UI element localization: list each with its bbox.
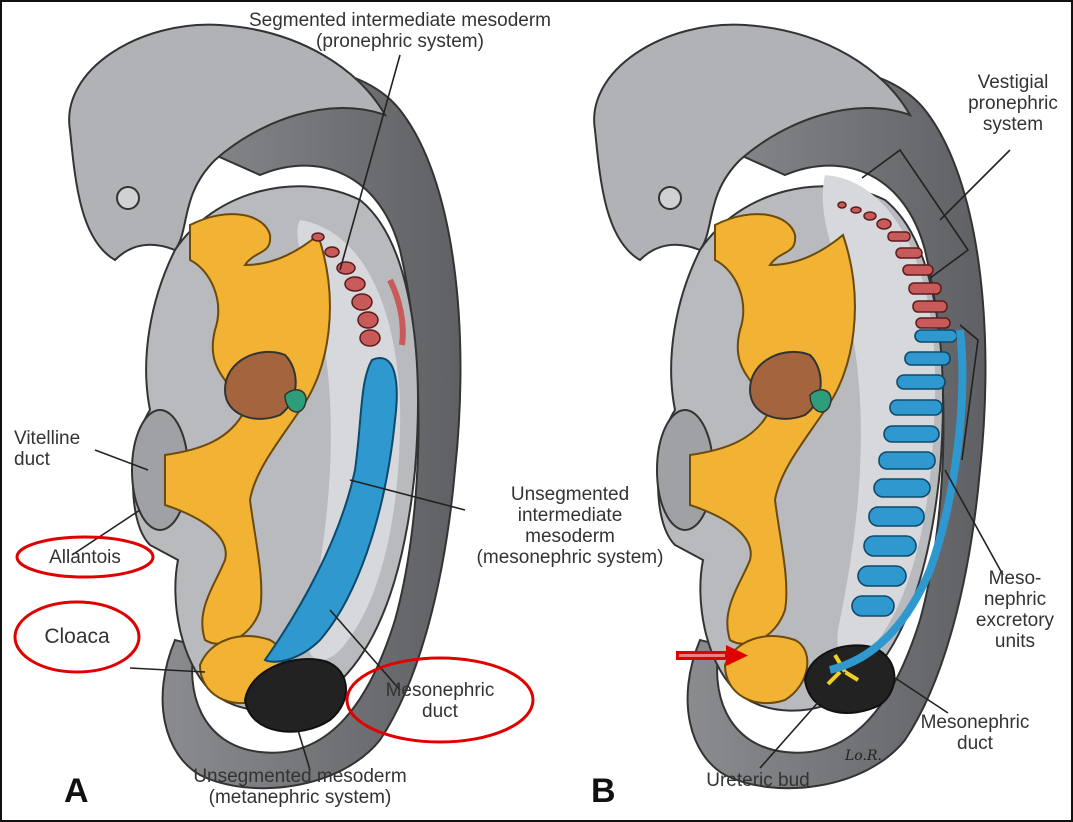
eye-icon-b: [659, 187, 681, 209]
label-unsegmented-intermediate: Unsegmented intermediate mesoderm (meson…: [440, 484, 700, 568]
label-meso-duct-b-line1: Mesonephric: [900, 712, 1050, 733]
label-segmented-mesoderm: Segmented intermediate mesoderm (proneph…: [215, 10, 585, 52]
label-ureteric-bud: Ureteric bud: [688, 770, 828, 791]
panel-a-embryo: [69, 25, 460, 789]
label-vitelline-line1: Vitelline: [14, 428, 80, 449]
label-cloaca: Cloaca: [32, 626, 122, 647]
label-segmented-line2: (pronephric system): [215, 31, 585, 52]
label-unseg-meso-line2: (metanephric system): [155, 787, 445, 808]
label-excretory-line1: Meso-: [960, 568, 1070, 589]
label-unseg-int-line1: Unsegmented: [440, 484, 700, 505]
label-unseg-int-line4: (mesonephric system): [440, 547, 700, 568]
artist-signature: Lo.R.: [845, 748, 882, 764]
label-excretory-line2: nephric: [960, 589, 1070, 610]
label-mesonephric-duct-a: Mesonephric duct: [360, 680, 520, 722]
panel-letter-b: B: [591, 772, 616, 811]
label-vestigial-line2: pronephric: [958, 93, 1068, 114]
label-vestigial-line3: system: [958, 114, 1068, 135]
label-unseg-meso-line1: Unsegmented mesoderm: [155, 766, 445, 787]
label-meso-duct-a-line2: duct: [360, 701, 520, 722]
label-meso-duct-b-line2: duct: [900, 733, 1050, 754]
label-vitelline-duct: Vitelline duct: [14, 428, 80, 470]
label-unsegmented-mesoderm: Unsegmented mesoderm (metanephric system…: [155, 766, 445, 808]
label-mesonephric-duct-b: Mesonephric duct: [900, 712, 1050, 754]
label-vitelline-line2: duct: [14, 449, 80, 470]
label-unseg-int-line3: mesoderm: [440, 526, 700, 547]
label-vestigial-line1: Vestigial: [958, 72, 1068, 93]
panel-b-embryo: [594, 25, 985, 789]
panel-letter-a: A: [64, 772, 89, 811]
label-allantois: Allantois: [30, 547, 140, 568]
label-excretory-line3: excretory: [960, 610, 1070, 631]
eye-icon: [117, 187, 139, 209]
label-mesonephric-excretory-units: Meso- nephric excretory units: [960, 568, 1070, 652]
label-meso-duct-a-line1: Mesonephric: [360, 680, 520, 701]
label-segmented-line1: Segmented intermediate mesoderm: [215, 10, 585, 31]
label-unseg-int-line2: intermediate: [440, 505, 700, 526]
label-excretory-line4: units: [960, 631, 1070, 652]
label-vestigial-pronephric: Vestigial pronephric system: [958, 72, 1068, 135]
